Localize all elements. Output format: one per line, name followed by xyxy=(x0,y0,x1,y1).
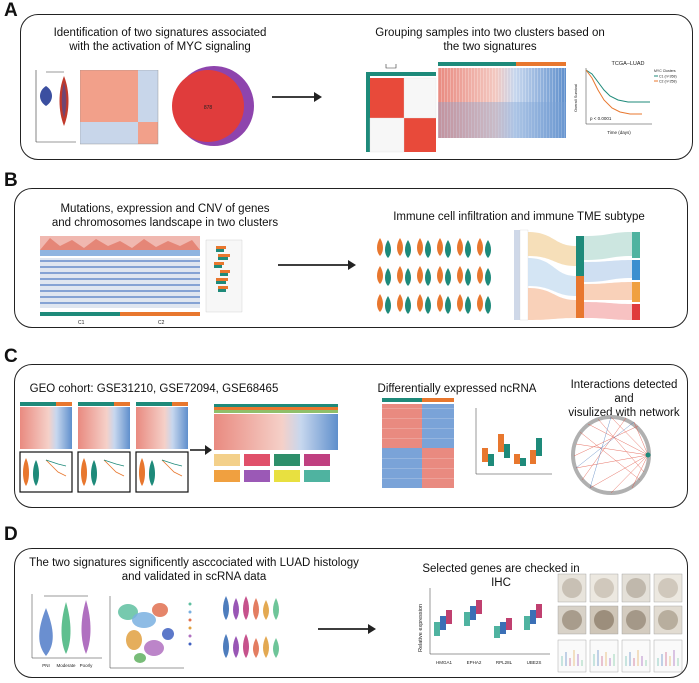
panel-label-b: B xyxy=(4,170,18,191)
oncoplot-c1-label: C1 xyxy=(78,320,85,326)
panel-label-a: A xyxy=(4,0,18,21)
panel-a-expression-heatmap xyxy=(438,62,566,138)
panel-a-km-plot: TCGA–LUAD p < 0.0001 Time (days) Overall… xyxy=(573,61,677,135)
violin-group-1: PNI xyxy=(42,663,50,668)
panel-a-correlation-heatmap xyxy=(80,70,159,145)
km-pvalue: p < 0.0001 xyxy=(590,116,612,121)
panel-c-arrow xyxy=(190,445,212,455)
panel-d-gene-boxplot: Relative expression HMGA1 EPHA2 RPL28L U… xyxy=(418,588,550,665)
panel-c-right-text: Interactions detected and visulized with… xyxy=(568,379,680,419)
panel-b-oncoplot: C1 C2 xyxy=(20,236,243,326)
panel-d-celltype-violins xyxy=(223,596,279,658)
panel-c-network xyxy=(571,415,651,495)
gene-label-2: EPHA2 xyxy=(467,660,482,665)
violin-group-3: Poorly xyxy=(80,663,94,668)
panel-b-left-text: Mutations, expression and CNV of genes a… xyxy=(51,203,279,229)
km-title: TCGA–LUAD xyxy=(611,61,644,67)
violin-group-2: Moderate xyxy=(56,663,76,668)
panel-d-left-text: The two signatures significently asccoci… xyxy=(29,557,359,583)
panel-a-right-text: Grouping samples into two clusters based… xyxy=(375,27,605,53)
panel-d-arrow xyxy=(318,624,376,634)
panel-a-venn-diagram: 878 xyxy=(172,66,254,146)
panel-a-left-text: Identification of two signatures associa… xyxy=(53,27,267,53)
panel-a-arrow xyxy=(272,92,322,102)
panel-b-right-text: Immune cell infiltration and immune TME … xyxy=(393,211,645,223)
gene-label-4: UBE2S xyxy=(527,660,542,665)
panel-label-d: D xyxy=(4,524,18,545)
gene-label-1: HMGA1 xyxy=(436,660,453,665)
panel-c-left-text: GEO cohort: GSE31210, GSE72094, GSE68465 xyxy=(29,383,279,395)
panel-a-consensus-matrix xyxy=(366,64,437,153)
gene-boxplot-ylabel: Relative expression xyxy=(418,604,424,652)
venn-center-count: 878 xyxy=(204,105,213,111)
panel-d-luad-violins: PNI Moderate Poorly xyxy=(31,594,102,668)
panel-c-boxplot xyxy=(475,408,552,475)
km-ylabel: Overall Survival xyxy=(573,84,578,112)
panel-label-c: C xyxy=(4,346,18,367)
km-legend-c2: C2 (n=258) xyxy=(659,80,677,84)
panel-d-right-text: Selected genes are checked in IHC xyxy=(422,563,580,589)
km-legend-c1: C1 (n=268) xyxy=(659,75,677,79)
panel-b-arrow xyxy=(278,260,356,270)
panel-b-sankey xyxy=(514,229,640,321)
panel-c-meta-heatmap xyxy=(214,404,338,482)
oncoplot-c2-label: C2 xyxy=(158,320,165,326)
panel-b-immune-violins xyxy=(377,238,491,314)
panel-a-violin-plot xyxy=(35,70,76,143)
km-xlabel: Time (days) xyxy=(607,130,631,135)
panel-d-umap xyxy=(109,596,192,669)
gene-label-3: RPL28L xyxy=(496,660,513,665)
panel-d-ihc-grid xyxy=(557,573,683,673)
panel-c-geo-heatmaps xyxy=(19,402,189,493)
km-legend-title: MYC Clusters xyxy=(654,69,676,73)
panel-c-middle-text: Differentially expressed ncRNA xyxy=(377,383,537,395)
panel-c-ncrna-heatmap xyxy=(382,398,454,488)
